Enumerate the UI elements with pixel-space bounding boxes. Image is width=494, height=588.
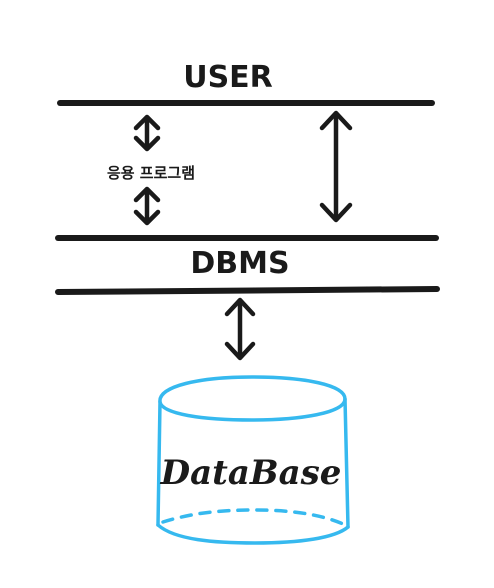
user-label: USER (183, 60, 273, 95)
dbms-database-arrow (224, 297, 256, 361)
database-top-ellipse (158, 375, 347, 422)
database-left-side (156, 400, 162, 527)
database-cylinder (156, 375, 350, 545)
app-program-up-arrow (133, 114, 161, 152)
database-bottom-curve (156, 523, 350, 545)
database-label: DataBase (160, 453, 342, 493)
database-right-side (343, 397, 350, 529)
dbms-label: DBMS (190, 246, 289, 281)
user-dbms-direct-arrow (319, 110, 353, 223)
dbms-bottom-line (55, 286, 440, 295)
database-bottom-hidden-curve (161, 508, 345, 526)
app-program-label: 응용 프로그램 (107, 164, 195, 182)
app-program-down-arrow (133, 186, 161, 226)
